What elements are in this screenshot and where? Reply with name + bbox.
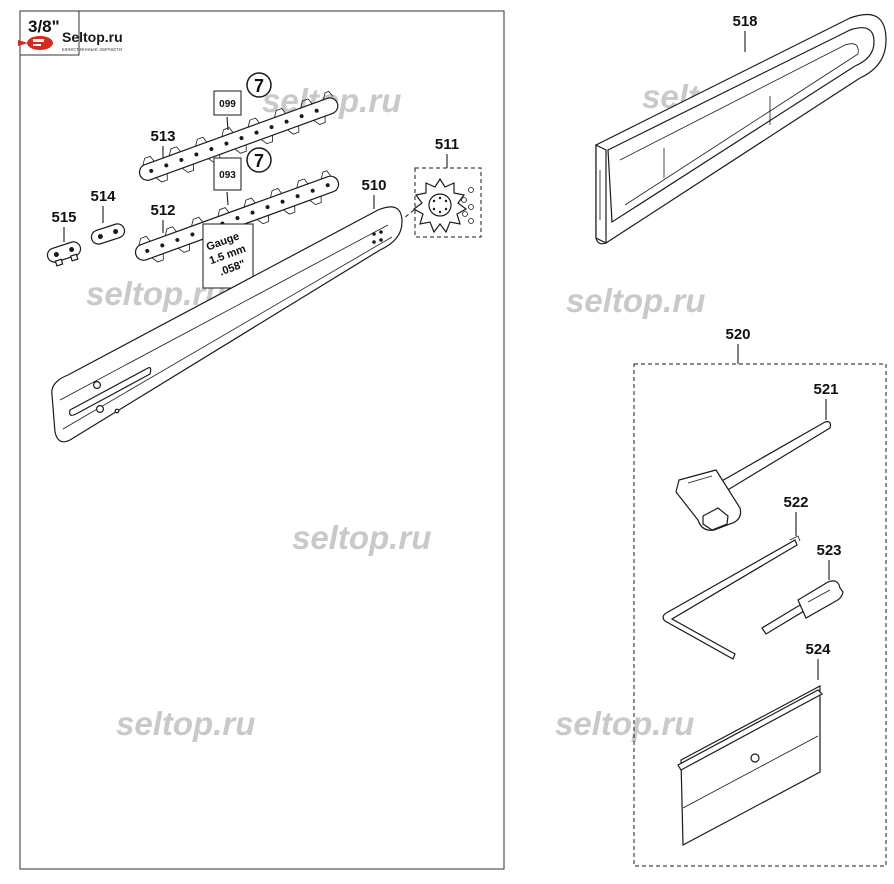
callout-524: 524 [805,641,831,658]
callout-group-523: 523 [816,542,842,580]
callout-512: 512 [150,202,175,219]
connecting-link [90,223,126,245]
callout-521: 521 [813,381,838,398]
callouts-left: 513 512 514 515 510 511 [51,128,459,242]
chain-tag-upper: 099 7 [213,72,272,131]
callout-511: 511 [435,136,459,153]
guide-bar [51,206,403,443]
watermark: seltop.ru [566,282,705,319]
instruction-manual [677,685,823,846]
screwdriver [761,580,844,635]
watermark: seltop.ru [116,705,255,742]
chain-code-lower: 093 [219,170,236,181]
gauge-symbol-icon [246,72,272,98]
watermark: seltop.ru [555,705,694,742]
chain-pitch-label: 3/8" [28,17,60,36]
gauge-symbol-icon [246,147,272,173]
chain-symbol-upper: 7 [254,76,264,96]
logo-tagline: качественные запчасти [62,47,122,53]
chain-code-upper: 099 [219,99,236,110]
callout-group-524: 524 [805,641,831,680]
callout-522: 522 [783,494,808,511]
chainsaw-logo-icon [18,36,53,50]
callout-515: 515 [51,209,76,226]
hex-key [662,535,801,660]
rivet-link [46,241,82,267]
combination-wrench [675,421,832,531]
callout-510: 510 [361,177,386,194]
left-panel-frame [19,10,505,870]
callout-520: 520 [725,326,750,343]
callout-518: 518 [732,13,757,30]
tool-kit-frame: 520 [633,326,887,867]
chain-tag-lower: 093 7 [213,147,272,206]
callout-513: 513 [150,128,175,145]
header-block: 3/8" Seltop.ru качественные запчасти [18,10,123,56]
callout-523: 523 [816,542,841,559]
logo-name: Seltop.ru [62,29,123,45]
chain-symbol-lower: 7 [254,151,264,171]
sprocket-kit [403,167,482,238]
callout-group-521: 521 [813,381,839,420]
callout-group-522: 522 [783,494,809,536]
saw-chain-099 [138,90,339,183]
bar-cover [595,13,887,245]
watermark: seltop.ru [292,519,431,556]
callout-514: 514 [90,188,116,205]
saw-chain-093 [134,170,340,263]
callout-group-518: 518 [732,13,758,52]
